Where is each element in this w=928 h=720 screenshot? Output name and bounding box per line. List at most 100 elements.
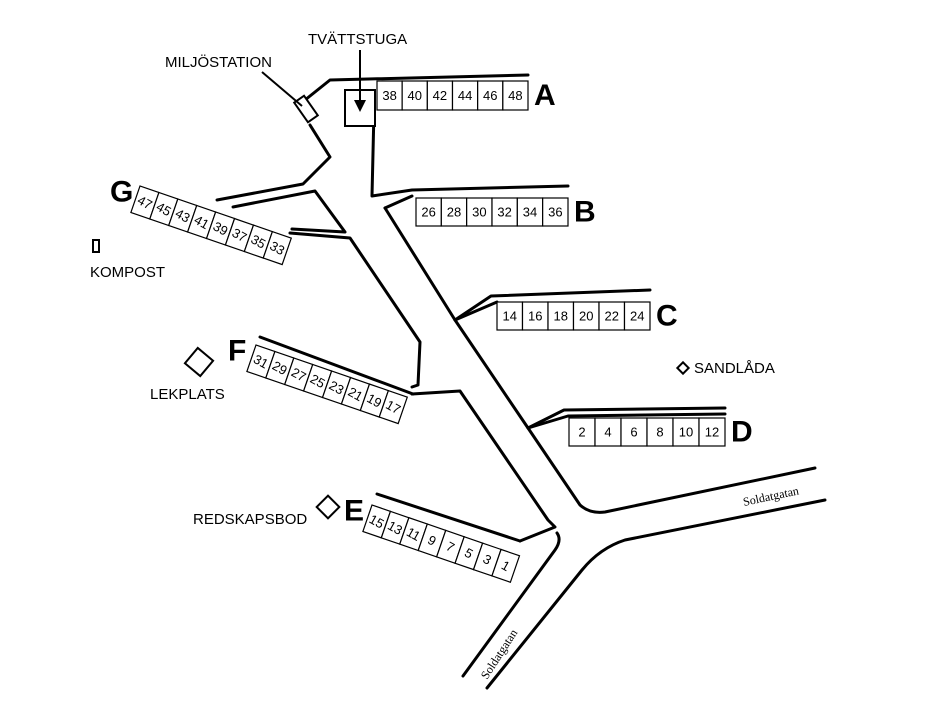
house-cell <box>415 197 442 227</box>
row-letter-e: E <box>344 495 364 528</box>
lekplats-icon <box>183 346 215 378</box>
house-number: 6 <box>630 425 637 440</box>
house-cell <box>623 301 651 331</box>
miljostation-label: MILJÖSTATION <box>165 53 272 71</box>
house-number: 37 <box>229 225 249 245</box>
house-number: 29 <box>270 358 290 378</box>
house-cell <box>477 80 504 111</box>
house-number: 4 <box>604 425 611 440</box>
road-e-top <box>375 492 522 543</box>
house-cell <box>378 389 409 425</box>
house-number: 14 <box>503 309 517 324</box>
house-cell <box>521 301 549 331</box>
house-number: 25 <box>308 371 328 391</box>
redskapsbod-icon <box>315 494 341 520</box>
road-d-branch <box>526 412 727 430</box>
house-number: 20 <box>579 309 593 324</box>
house-cell <box>672 417 700 447</box>
road-main-left <box>215 123 332 202</box>
house-number: 13 <box>385 518 405 538</box>
house-number: 45 <box>154 199 174 219</box>
row-letter-a: A <box>534 79 556 112</box>
house-cell <box>401 80 428 111</box>
road-main-west <box>288 231 422 389</box>
road-main-west2 <box>410 389 557 543</box>
house-number: 47 <box>135 192 155 212</box>
house-cell <box>440 197 468 227</box>
road-a-top <box>298 73 530 106</box>
row-letter-g: G <box>110 176 133 209</box>
sandlada-label: SANDLÅDA <box>694 360 775 377</box>
sandlada-icon <box>675 360 691 376</box>
house-number: 42 <box>433 88 447 103</box>
house-number: 35 <box>248 231 268 251</box>
row-d: 2 4 6 8 10 12 <box>568 417 726 447</box>
redskapsbod-label: REDSKAPSBOD <box>193 511 307 528</box>
road-main-right3 <box>453 318 727 430</box>
house-number: 16 <box>528 309 542 324</box>
house-number: 10 <box>679 425 693 440</box>
house-cell <box>466 197 493 227</box>
row-letter-d: D <box>731 416 753 449</box>
lekplats-label: LEKPLATS <box>150 386 225 403</box>
row-letter-c: C <box>656 300 678 333</box>
road-soldatgatan-south-west <box>461 531 561 678</box>
road-main-right2 <box>383 206 652 322</box>
house-cell <box>646 417 674 447</box>
row-c: 14 16 18 20 22 24 <box>496 301 651 331</box>
house-cell <box>620 417 648 447</box>
house-number: 18 <box>554 309 568 324</box>
house-number: 36 <box>548 205 562 220</box>
house-cell <box>516 197 544 227</box>
house-number: 12 <box>705 425 719 440</box>
kompost-label: KOMPOST <box>90 264 165 281</box>
house-number: 24 <box>630 309 644 324</box>
house-number: 26 <box>421 205 435 220</box>
house-number: 34 <box>523 205 537 220</box>
house-number: 39 <box>211 218 231 238</box>
miljostation-building <box>292 94 320 124</box>
road-main-right4 <box>526 426 817 514</box>
tvattstuga-arrow-head <box>354 100 366 112</box>
house-number: 11 <box>404 524 423 544</box>
house-number: 17 <box>383 397 403 417</box>
house-cell <box>491 548 521 584</box>
house-cell <box>491 197 518 227</box>
road-g-branch <box>231 189 347 234</box>
house-number: 41 <box>192 212 212 232</box>
house-cell <box>568 417 596 447</box>
house-cell <box>496 301 524 331</box>
road-b-branch <box>383 194 414 210</box>
tvattstuga-label: TVÄTTSTUGA <box>308 31 407 48</box>
house-cell <box>542 197 569 227</box>
road-soldatgatan-east-lower <box>485 498 827 690</box>
house-number: 32 <box>497 205 511 220</box>
house-number: 2 <box>578 425 585 440</box>
roads <box>215 73 827 690</box>
house-number: 28 <box>447 205 461 220</box>
house-number: 38 <box>382 88 396 103</box>
house-cell <box>426 80 454 111</box>
house-cell <box>502 80 529 111</box>
house-number: 44 <box>458 88 472 103</box>
house-number: 33 <box>267 238 287 258</box>
house-cell <box>451 80 479 111</box>
house-number: 27 <box>289 364 309 384</box>
house-number: 21 <box>345 384 365 404</box>
row-letter-b: B <box>574 196 596 229</box>
kompost-icon <box>92 239 100 253</box>
house-number: 48 <box>508 88 522 103</box>
house-cell <box>594 417 622 447</box>
road-c-branch <box>453 300 499 322</box>
house-cell <box>698 417 726 447</box>
house-number: 40 <box>408 88 422 103</box>
house-number: 43 <box>173 205 193 225</box>
miljostation-pointer <box>261 71 303 107</box>
house-number: 8 <box>656 425 663 440</box>
house-number: 22 <box>605 309 619 324</box>
